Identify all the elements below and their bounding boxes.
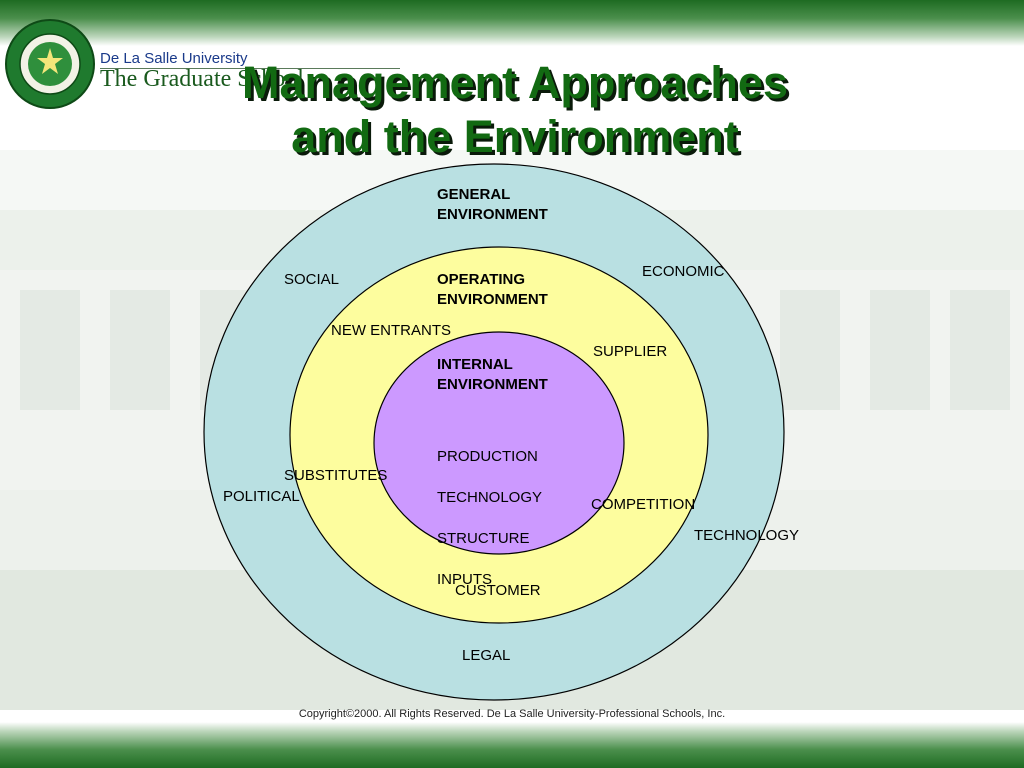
internal-factor-structure: STRUCTURE	[437, 529, 530, 547]
slide-title: Management Approaches and the Environmen…	[230, 56, 800, 164]
factor-economic: ECONOMIC	[642, 263, 725, 280]
internal-environment-label: INTERNAL ENVIRONMENT	[437, 355, 548, 395]
factor-customer: CUSTOMER	[455, 582, 541, 599]
header-rule	[100, 68, 400, 69]
university-seal-logo	[5, 19, 95, 109]
factor-supplier: SUPPLIER	[593, 343, 668, 360]
operating-label-line-2: ENVIRONMENT	[437, 291, 548, 308]
bottom-green-band	[0, 722, 1024, 768]
graduate-school-name: The Graduate School	[100, 66, 304, 92]
factor-social: SOCIAL	[284, 271, 340, 288]
internal-label-line-2: ENVIRONMENT	[437, 376, 548, 393]
factor-technology: TECHNOLOGY	[694, 527, 800, 544]
operating-environment-label: OPERATING ENVIRONMENT	[437, 270, 548, 310]
operating-label-line-1: OPERATING	[437, 271, 526, 288]
internal-label-line-1: INTERNAL	[437, 356, 513, 373]
internal-factor-production: PRODUCTION	[437, 447, 538, 465]
factor-new-entrants: NEW ENTRANTS	[331, 322, 451, 339]
factor-substitutes: SUBSTITUTES	[284, 467, 388, 484]
internal-environment-circle	[373, 331, 625, 555]
general-label-line-2: ENVIRONMENT	[437, 206, 548, 223]
internal-factor-inputs: INPUTS	[437, 570, 493, 588]
copyright-notice: Copyright©2000. All Rights Reserved. De …	[298, 708, 726, 720]
title-line-2: and the Environment	[291, 111, 739, 162]
internal-factor-technology: TECHNOLOGY	[437, 488, 543, 506]
factor-political: POLITICAL	[223, 488, 300, 505]
factor-competition: COMPETITION	[591, 496, 696, 513]
top-green-band	[0, 0, 1024, 46]
factor-legal: LEGAL	[462, 647, 511, 664]
general-label-line-1: GENERAL	[437, 186, 511, 203]
internal-factors-list: PRODUCTION TECHNOLOGY STRUCTURE INPUTS	[437, 426, 542, 611]
title-line-1: Management Approaches	[242, 57, 788, 108]
university-name: De La Salle University	[100, 50, 248, 67]
general-environment-label: GENERAL ENVIRONMENT	[437, 185, 548, 225]
